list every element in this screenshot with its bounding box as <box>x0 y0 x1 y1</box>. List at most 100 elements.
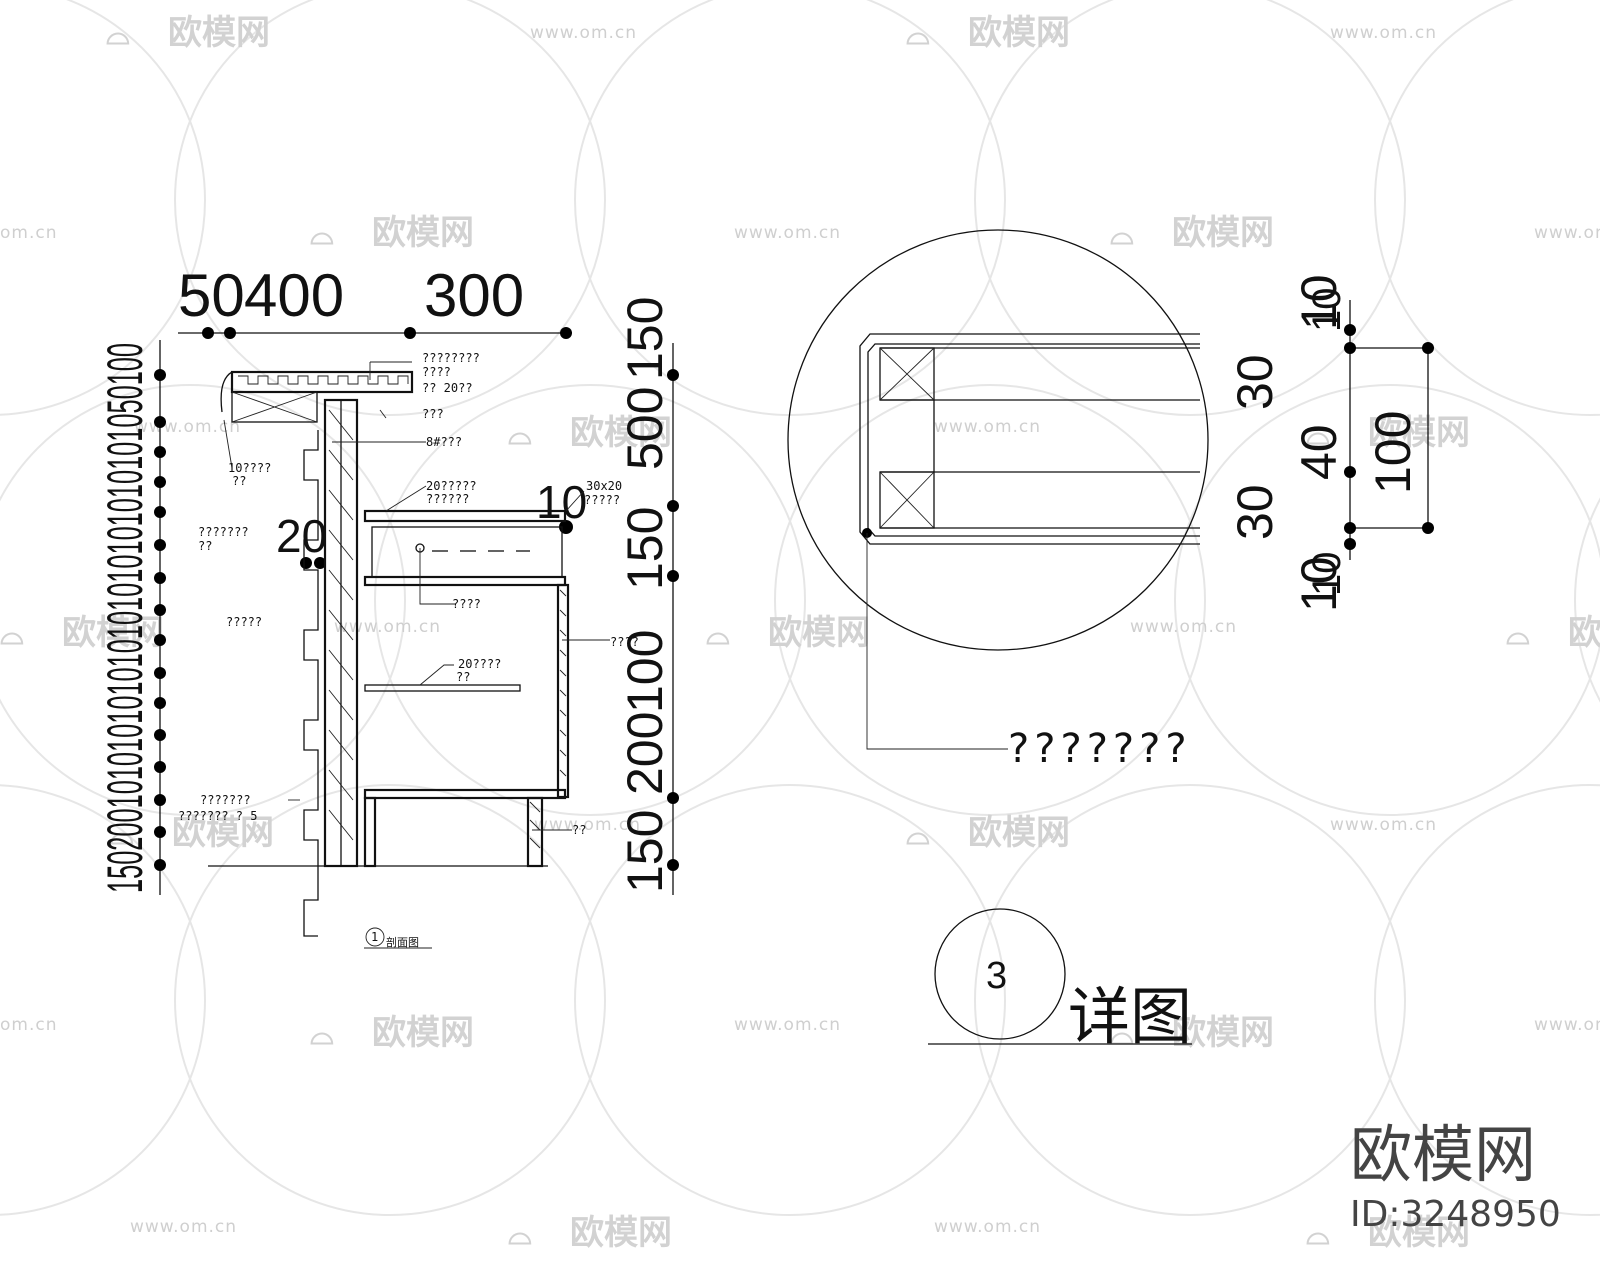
watermark-sofa-icon: ⌓ <box>1110 1017 1134 1052</box>
countertop-hatch <box>238 375 409 385</box>
dim-tick <box>1344 342 1356 354</box>
right-dim-e: 500 <box>617 387 673 470</box>
watermark-circle <box>574 784 1006 1216</box>
note-14: ???? <box>452 597 481 611</box>
dim-tick <box>154 369 166 381</box>
note-15: ????? <box>226 615 262 629</box>
detail-right-dim-c: 10 <box>1305 552 1349 597</box>
dim-tick <box>667 792 679 804</box>
dim-tick <box>300 557 312 569</box>
footer-brand: 欧模网 <box>1350 1118 1536 1191</box>
note-6: 10???? <box>228 461 271 475</box>
watermark-url: www.om.cn <box>334 617 441 637</box>
section-caption: 剖面图 <box>386 935 419 949</box>
right-dim-f: 150 <box>617 297 673 380</box>
note-9: ?????? <box>426 492 469 506</box>
note-11: ????? <box>584 493 620 507</box>
dim-tick <box>154 604 166 616</box>
watermark-circle <box>174 784 606 1216</box>
watermark-circle <box>774 384 1206 816</box>
watermark-logo: 欧模网 <box>570 1213 672 1253</box>
watermark-logo: 欧模网 <box>372 1013 474 1053</box>
watermark-sofa-icon: ⌓ <box>1110 217 1134 252</box>
dim-tick <box>154 859 166 871</box>
dim-tick <box>154 826 166 838</box>
note-18: ???? <box>610 635 639 649</box>
left-dim-chain: 150200101010101010101010101010101050100 <box>97 343 153 893</box>
detail-dim-a: 30 <box>1227 484 1283 540</box>
watermark-logo: 欧模网 <box>968 13 1070 53</box>
detail-outer-edge <box>859 333 1200 545</box>
section-drawing: 50 400 300 15020010101010101010101010101… <box>97 262 679 949</box>
detail-inner-edge <box>867 343 1200 537</box>
dim-tick <box>404 327 416 339</box>
dim-tick <box>154 729 166 741</box>
detail-dim-e: 10 <box>1291 556 1347 612</box>
dim-tick <box>154 416 166 428</box>
note-17: ?? <box>456 670 470 684</box>
dim-tick <box>560 327 572 339</box>
watermark-logo: 欧模网 <box>1568 613 1600 653</box>
note-1: ???????? <box>422 351 480 365</box>
watermark-url-partial: om.cn <box>0 1015 58 1035</box>
note-4: ??? <box>422 407 444 421</box>
detail-title-number: 3 <box>986 955 1007 997</box>
watermark-circle <box>174 0 606 416</box>
right-dim-c: 100 <box>617 630 673 713</box>
wall-panel-profile <box>303 430 319 937</box>
watermark-circle <box>1174 384 1600 816</box>
watermark-logo: 欧模网 <box>372 213 474 253</box>
mid-dim-a: 20 <box>276 510 327 562</box>
detail-dim-d: 10 <box>1291 274 1347 330</box>
dim-tick <box>1344 522 1356 534</box>
watermark-logo: 欧模网 <box>768 613 870 653</box>
dim-tick <box>154 761 166 773</box>
watermark-logo: 欧模网 <box>968 813 1070 853</box>
watermark-url: www.om.cn <box>1330 23 1437 43</box>
detail-title: 详图 <box>1068 980 1192 1053</box>
watermark-url: www.om.cn <box>934 1217 1041 1237</box>
detail-magnifier-circle <box>787 229 1209 651</box>
watermark-url: www.om.cn <box>734 223 841 243</box>
dim-tick <box>224 327 236 339</box>
detail-drawing: ??????? 30 30 40 10 10 10 100 10 3 详图 <box>787 229 1434 1053</box>
detail-dim-c: 40 <box>1291 424 1347 480</box>
footer-id: ID:3248950 <box>1350 1194 1561 1235</box>
watermark-sofa-icon: ⌓ <box>0 617 24 652</box>
dim-tick <box>667 369 679 381</box>
cap-blocking <box>231 391 318 423</box>
mid-dim-b: 10 <box>536 476 587 528</box>
dim-tick <box>202 327 214 339</box>
note-10: 30x20 <box>586 479 622 493</box>
watermark-url: www.om.cn <box>530 23 637 43</box>
top-dim-c: 300 <box>424 262 524 329</box>
note-16: 20???? <box>458 657 501 671</box>
dim-tick <box>1344 538 1356 550</box>
watermark-sofa-icon: ⌓ <box>508 1217 532 1252</box>
watermark-url: www.om.cn <box>1534 1015 1600 1035</box>
watermark-sofa-icon: ⌓ <box>1306 1217 1330 1252</box>
countertop-slab <box>230 370 414 394</box>
top-dim-a: 50 <box>178 262 245 329</box>
left-dim-ticks <box>154 369 166 871</box>
watermark-circle <box>374 384 806 816</box>
right-dim-d: 150 <box>617 507 673 590</box>
watermark-sofa-icon: ⌓ <box>906 817 930 852</box>
watermark-url: www.om.cn <box>130 1217 237 1237</box>
note-20: ??????? ? 5 <box>178 809 257 823</box>
mid-shelf <box>364 684 521 692</box>
blocking-top <box>879 347 935 401</box>
watermark-sofa-icon: ⌓ <box>106 17 130 52</box>
dim-tick <box>1344 466 1356 478</box>
detail-right-dim-b: 100 <box>1365 411 1421 494</box>
watermark-sofa-icon: ⌓ <box>310 1017 334 1052</box>
note-12: ??????? <box>198 525 249 539</box>
detail-title-circle <box>934 908 1066 1040</box>
watermark-url: www.om.cn <box>734 1015 841 1035</box>
detail-right-dim-a: 10 <box>1305 288 1349 333</box>
watermark-url: www.om.cn <box>1534 223 1600 243</box>
watermark-logo: 欧模网 <box>1172 213 1274 253</box>
watermark-circle <box>974 784 1406 1216</box>
